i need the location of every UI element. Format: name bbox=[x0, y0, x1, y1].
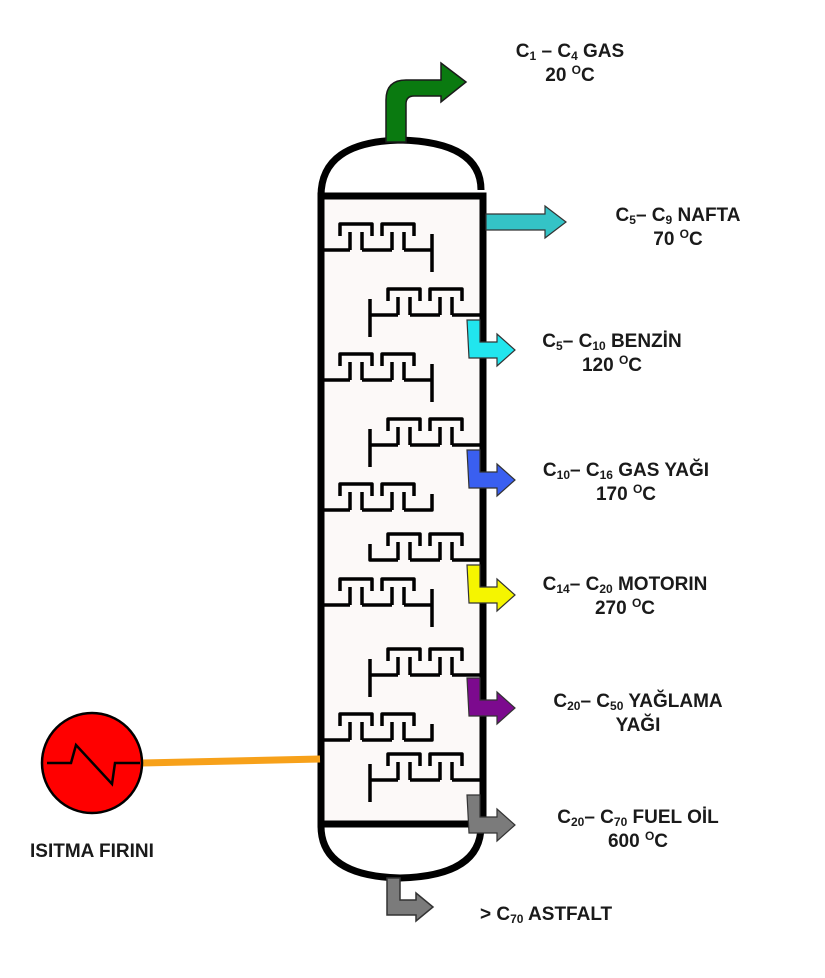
right-tray-4 bbox=[368, 647, 480, 697]
right-tray-5 bbox=[368, 752, 480, 802]
label-benzin-formula: C5– C10 BENZİN bbox=[542, 331, 682, 353]
motorin-outlet-arrow bbox=[466, 564, 516, 613]
gas-yagi-outlet-arrow bbox=[466, 449, 516, 498]
label-gas-yagi-formula: C10– C16 GAS YAĞI bbox=[542, 460, 710, 482]
label-fuel-oil-temp: 600 OC bbox=[607, 829, 669, 852]
label-nafta-temp: 70 OC bbox=[653, 227, 703, 250]
label-gas-temp: 20 OC bbox=[545, 63, 595, 86]
label-gas: C1 – C4 GAS 20 OC bbox=[500, 40, 640, 88]
right-tray-2 bbox=[368, 417, 480, 467]
label-gas-yagi-temp: 170 OC bbox=[595, 482, 657, 505]
label-gas-formula: C1 – C4 GAS bbox=[515, 41, 625, 63]
column-top-dome bbox=[317, 136, 485, 197]
label-fuel-oil-formula: C20– C70 FUEL OİL bbox=[557, 807, 719, 829]
label-fuel-oil: C20– C70 FUEL OİL 600 OC bbox=[538, 806, 738, 854]
left-tray-5 bbox=[324, 712, 434, 742]
fuel-oil-outlet-arrow bbox=[466, 794, 516, 843]
label-motorin: C14– C20 MOTORIN 270 OC bbox=[522, 573, 728, 621]
benzin-outlet-arrow bbox=[466, 319, 516, 368]
label-astfalt-formula: > C70 ASTFALT bbox=[480, 904, 613, 926]
column-trays bbox=[324, 222, 480, 802]
nafta-outlet-arrow bbox=[485, 204, 567, 240]
left-tray-3 bbox=[324, 482, 434, 512]
product-arrows bbox=[466, 204, 567, 843]
feed-line bbox=[141, 755, 321, 767]
label-yaglama-yagi: C20– C50 YAĞLAMA YAĞI bbox=[532, 690, 744, 738]
right-tray-1 bbox=[368, 287, 480, 337]
left-tray-2 bbox=[324, 352, 434, 402]
label-motorin-formula: C14– C20 MOTORIN bbox=[542, 574, 708, 596]
label-benzin-temp: 120 OC bbox=[581, 353, 643, 376]
label-yaglama-formula: C20– C50 YAĞLAMA bbox=[553, 691, 723, 713]
yaglama-yagi-outlet-arrow bbox=[466, 677, 516, 726]
right-tray-3 bbox=[368, 532, 480, 562]
label-benzin: C5– C10 BENZİN 120 OC bbox=[522, 330, 702, 378]
label-furnace: ISITMA FIRINI bbox=[30, 841, 154, 862]
left-tray-4 bbox=[324, 577, 434, 627]
left-tray-1 bbox=[324, 222, 434, 272]
label-nafta: C5– C9 NAFTA 70 OC bbox=[598, 204, 758, 252]
astfalt-outlet-arrow bbox=[386, 877, 435, 923]
label-nafta-formula: C5– C9 NAFTA bbox=[615, 205, 741, 227]
label-astfalt: > C70 ASTFALT bbox=[480, 903, 612, 927]
column-bottom-dome bbox=[317, 825, 485, 882]
gas-outlet-arrow bbox=[385, 61, 468, 143]
label-motorin-temp: 270 OC bbox=[594, 596, 656, 619]
label-gas-yagi: C10– C16 GAS YAĞI 170 OC bbox=[522, 459, 730, 507]
furnace-heating-zigzag bbox=[47, 742, 140, 787]
label-yaglama-name2: YAĞI bbox=[615, 715, 661, 736]
